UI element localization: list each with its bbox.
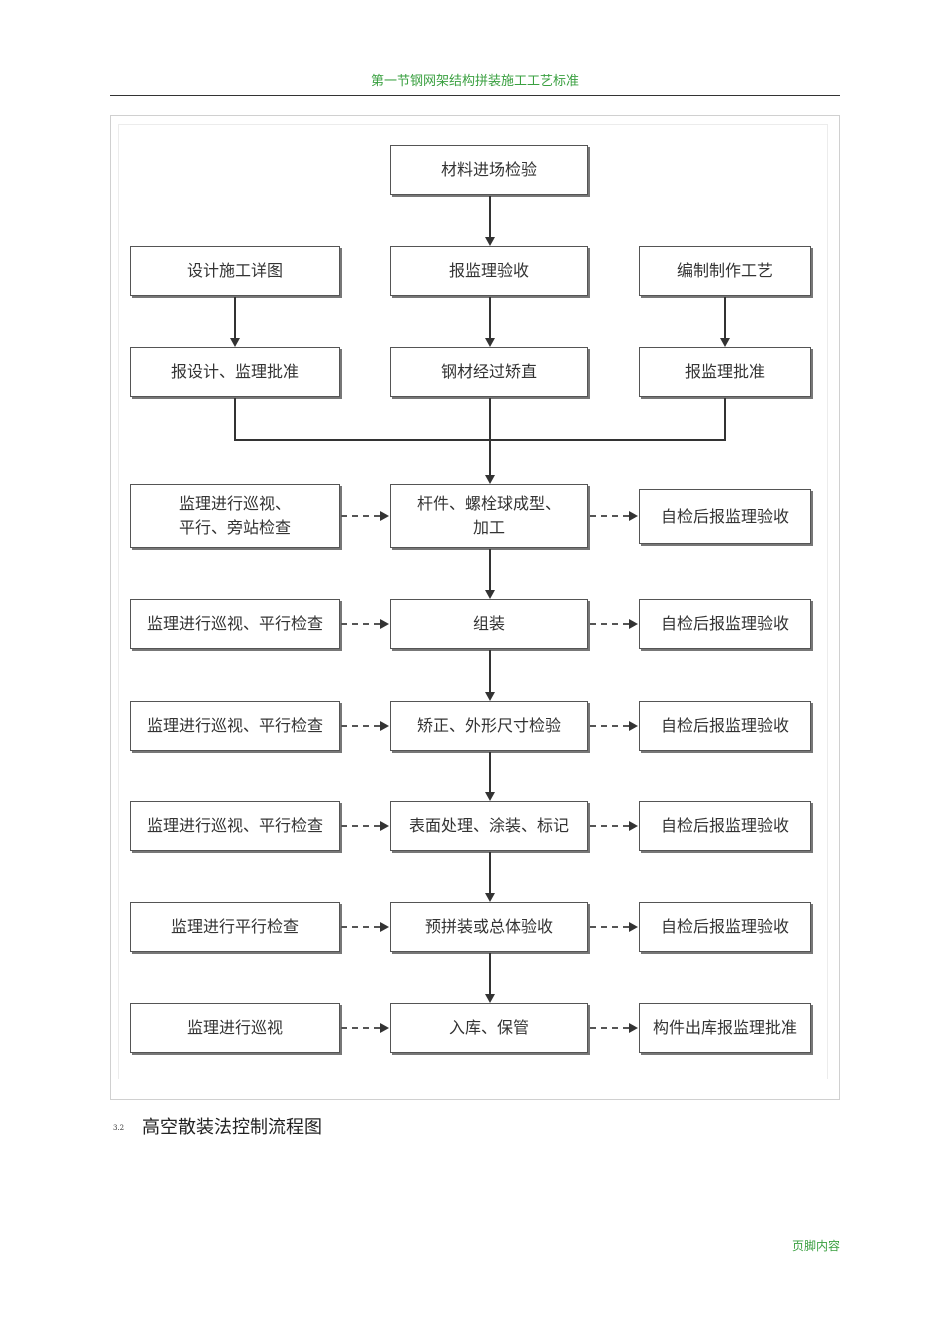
figure-frame	[110, 115, 840, 1100]
connector-line	[489, 852, 491, 893]
dashed-arrow-line	[341, 825, 380, 827]
arrowhead-down	[485, 475, 495, 484]
dashed-arrow-line	[341, 725, 380, 727]
arrowhead-down	[485, 994, 495, 1003]
arrowhead-down	[485, 338, 495, 347]
dashed-arrow-line	[590, 926, 629, 928]
dashed-arrow-line	[341, 515, 380, 517]
flow-box-right-step: 自检后报监理验收	[639, 489, 811, 544]
flow-box-center-step: 组装	[390, 599, 588, 649]
figure-inner-border	[118, 124, 828, 1079]
dashed-arrow-line	[341, 926, 380, 928]
flow-box-right-step: 构件出库报监理批准	[639, 1003, 811, 1053]
dashed-arrow-line	[590, 515, 629, 517]
connector-line	[489, 398, 491, 475]
connector-line	[724, 398, 726, 440]
page-header-title: 第一节钢网架结构拼装施工工艺标准	[370, 74, 579, 89]
flow-box-left-step: 监理进行平行检查	[130, 902, 340, 952]
arrowhead-down	[485, 237, 495, 246]
flow-box-supervisor-approval: 报监理批准	[639, 347, 811, 397]
flow-box-report-acceptance: 报监理验收	[390, 246, 588, 296]
dashed-arrow-line	[590, 825, 629, 827]
dashed-arrow-line	[341, 623, 380, 625]
flow-box-center-step: 预拼装或总体验收	[390, 902, 588, 952]
connector-line	[489, 650, 491, 692]
arrowhead-down	[485, 692, 495, 701]
flow-box-right-step: 自检后报监理验收	[639, 701, 811, 751]
flow-box-left-step: 监理进行巡视、平行检查	[130, 599, 340, 649]
connector-line	[234, 398, 236, 440]
flow-box-center-step: 表面处理、涂装、标记	[390, 801, 588, 851]
arrowhead-right	[629, 511, 638, 521]
connector-line	[489, 196, 491, 237]
header-rule	[110, 95, 840, 96]
arrowhead-right	[380, 1023, 389, 1033]
flow-box-steel-straightening: 钢材经过矫直	[390, 347, 588, 397]
flow-box-left-step: 监理进行巡视	[130, 1003, 340, 1053]
arrowhead-right	[380, 619, 389, 629]
flow-box-material-inspection: 材料进场检验	[390, 145, 588, 195]
arrowhead-right	[629, 821, 638, 831]
connector-line	[234, 439, 726, 441]
flow-box-right-step: 自检后报监理验收	[639, 599, 811, 649]
arrowhead-right	[629, 922, 638, 932]
flow-box-design-approval: 报设计、监理批准	[130, 347, 340, 397]
arrowhead-down	[485, 590, 495, 599]
flow-box-left-step: 监理进行巡视、平行检查	[130, 701, 340, 751]
connector-line	[489, 297, 491, 338]
flow-box-process-plan: 编制制作工艺	[639, 246, 811, 296]
caption-number: 3.2	[113, 1124, 125, 1132]
dashed-arrow-line	[341, 1027, 380, 1029]
arrowhead-right	[629, 619, 638, 629]
arrowhead-right	[380, 922, 389, 932]
flow-box-right-step: 自检后报监理验收	[639, 801, 811, 851]
connector-line	[234, 297, 236, 338]
flow-box-design-drawings: 设计施工详图	[130, 246, 340, 296]
figure-caption: 高空散装法控制流程图	[142, 1117, 322, 1138]
arrowhead-right	[629, 721, 638, 731]
page-footer: 页脚内容	[791, 1239, 840, 1253]
flow-box-center-step: 入库、保管	[390, 1003, 588, 1053]
arrowhead-right	[380, 511, 389, 521]
arrowhead-right	[380, 821, 389, 831]
arrowhead-down	[230, 338, 240, 347]
flow-box-left-step: 监理进行巡视、平行检查	[130, 801, 340, 851]
dashed-arrow-line	[590, 1027, 629, 1029]
flow-box-left-step: 监理进行巡视、 平行、旁站检查	[130, 484, 340, 548]
dashed-arrow-line	[590, 623, 629, 625]
connector-line	[489, 752, 491, 792]
arrowhead-down	[720, 338, 730, 347]
arrowhead-down	[485, 893, 495, 902]
connector-line	[489, 953, 491, 994]
arrowhead-right	[380, 721, 389, 731]
connector-line	[489, 549, 491, 590]
dashed-arrow-line	[590, 725, 629, 727]
flow-box-right-step: 自检后报监理验收	[639, 902, 811, 952]
connector-line	[724, 297, 726, 338]
arrowhead-down	[485, 792, 495, 801]
flow-box-center-step: 矫正、外形尺寸检验	[390, 701, 588, 751]
arrowhead-right	[629, 1023, 638, 1033]
flow-box-center-step: 杆件、螺栓球成型、 加工	[390, 484, 588, 548]
